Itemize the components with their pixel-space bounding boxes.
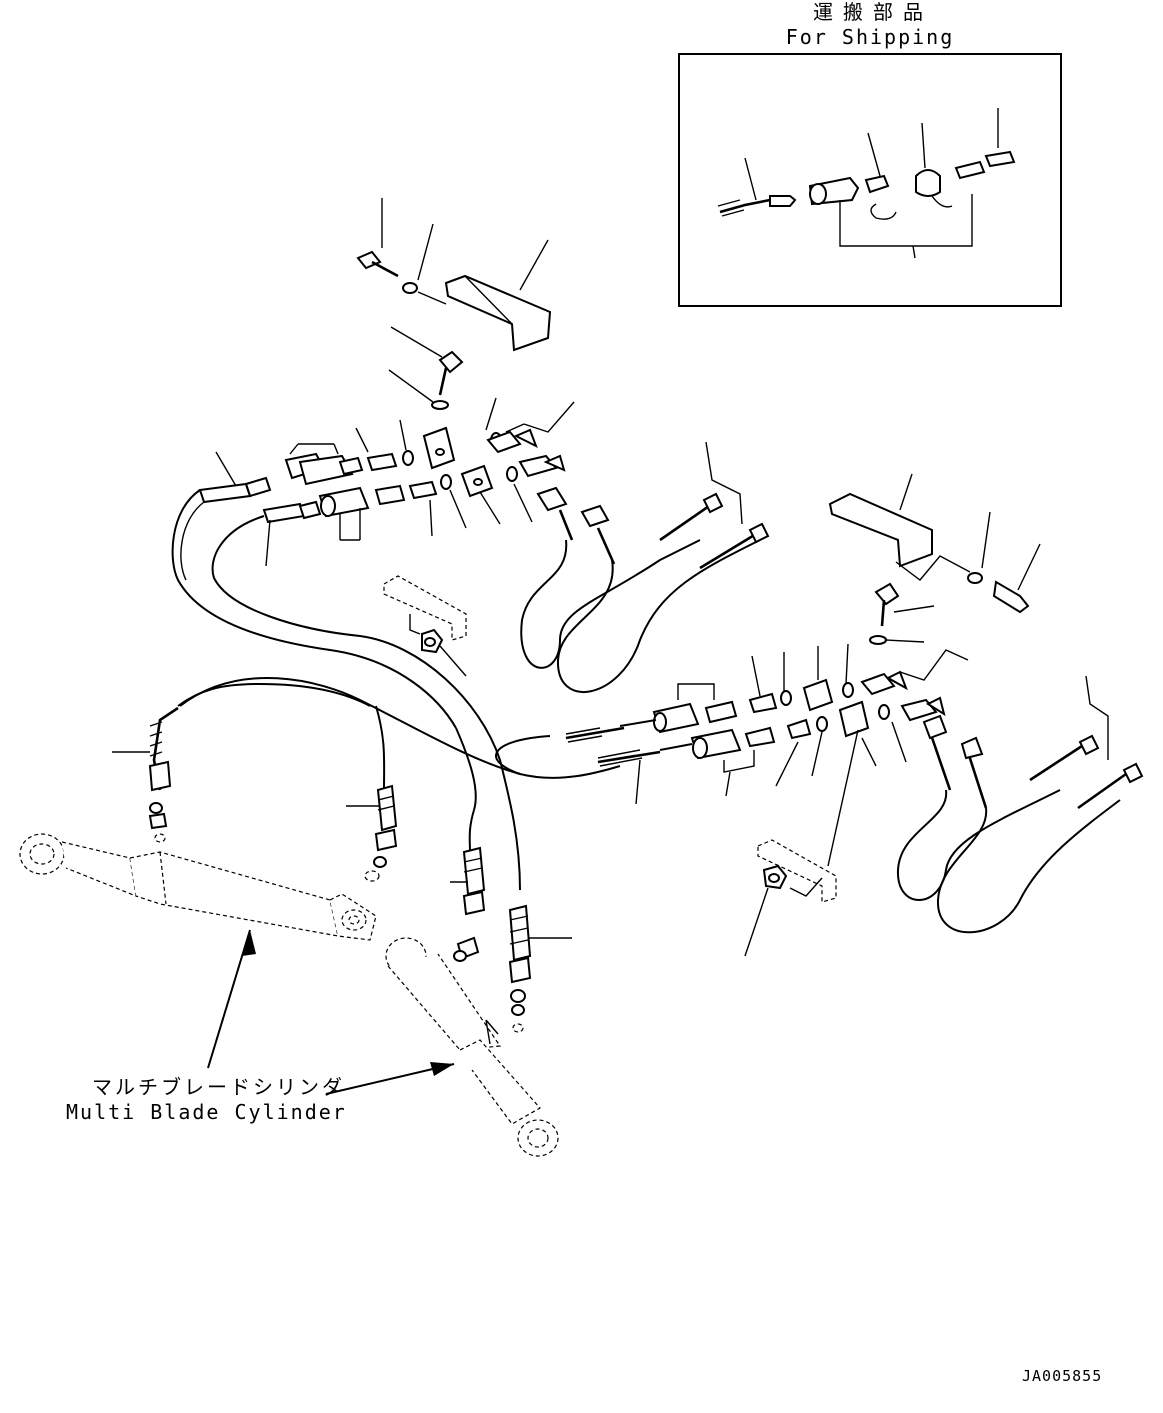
drawing-code: JA005855 [1022, 1367, 1103, 1385]
shipping-title-en: For Shipping [785, 25, 955, 49]
multi-blade-cylinder-right [325, 809, 572, 1157]
cylinder-label-jp: マルチブレードシリンダ [92, 1075, 345, 1099]
right-valve-assembly [179, 473, 1144, 957]
shipping-parts-box [678, 53, 1062, 307]
left-valve-assembly [171, 198, 770, 891]
multi-blade-cylinder-left [19, 705, 398, 1069]
shipping-title-jp: 運搬部品 [813, 0, 933, 24]
cylinder-label-en: Multi Blade Cylinder [66, 1100, 347, 1124]
